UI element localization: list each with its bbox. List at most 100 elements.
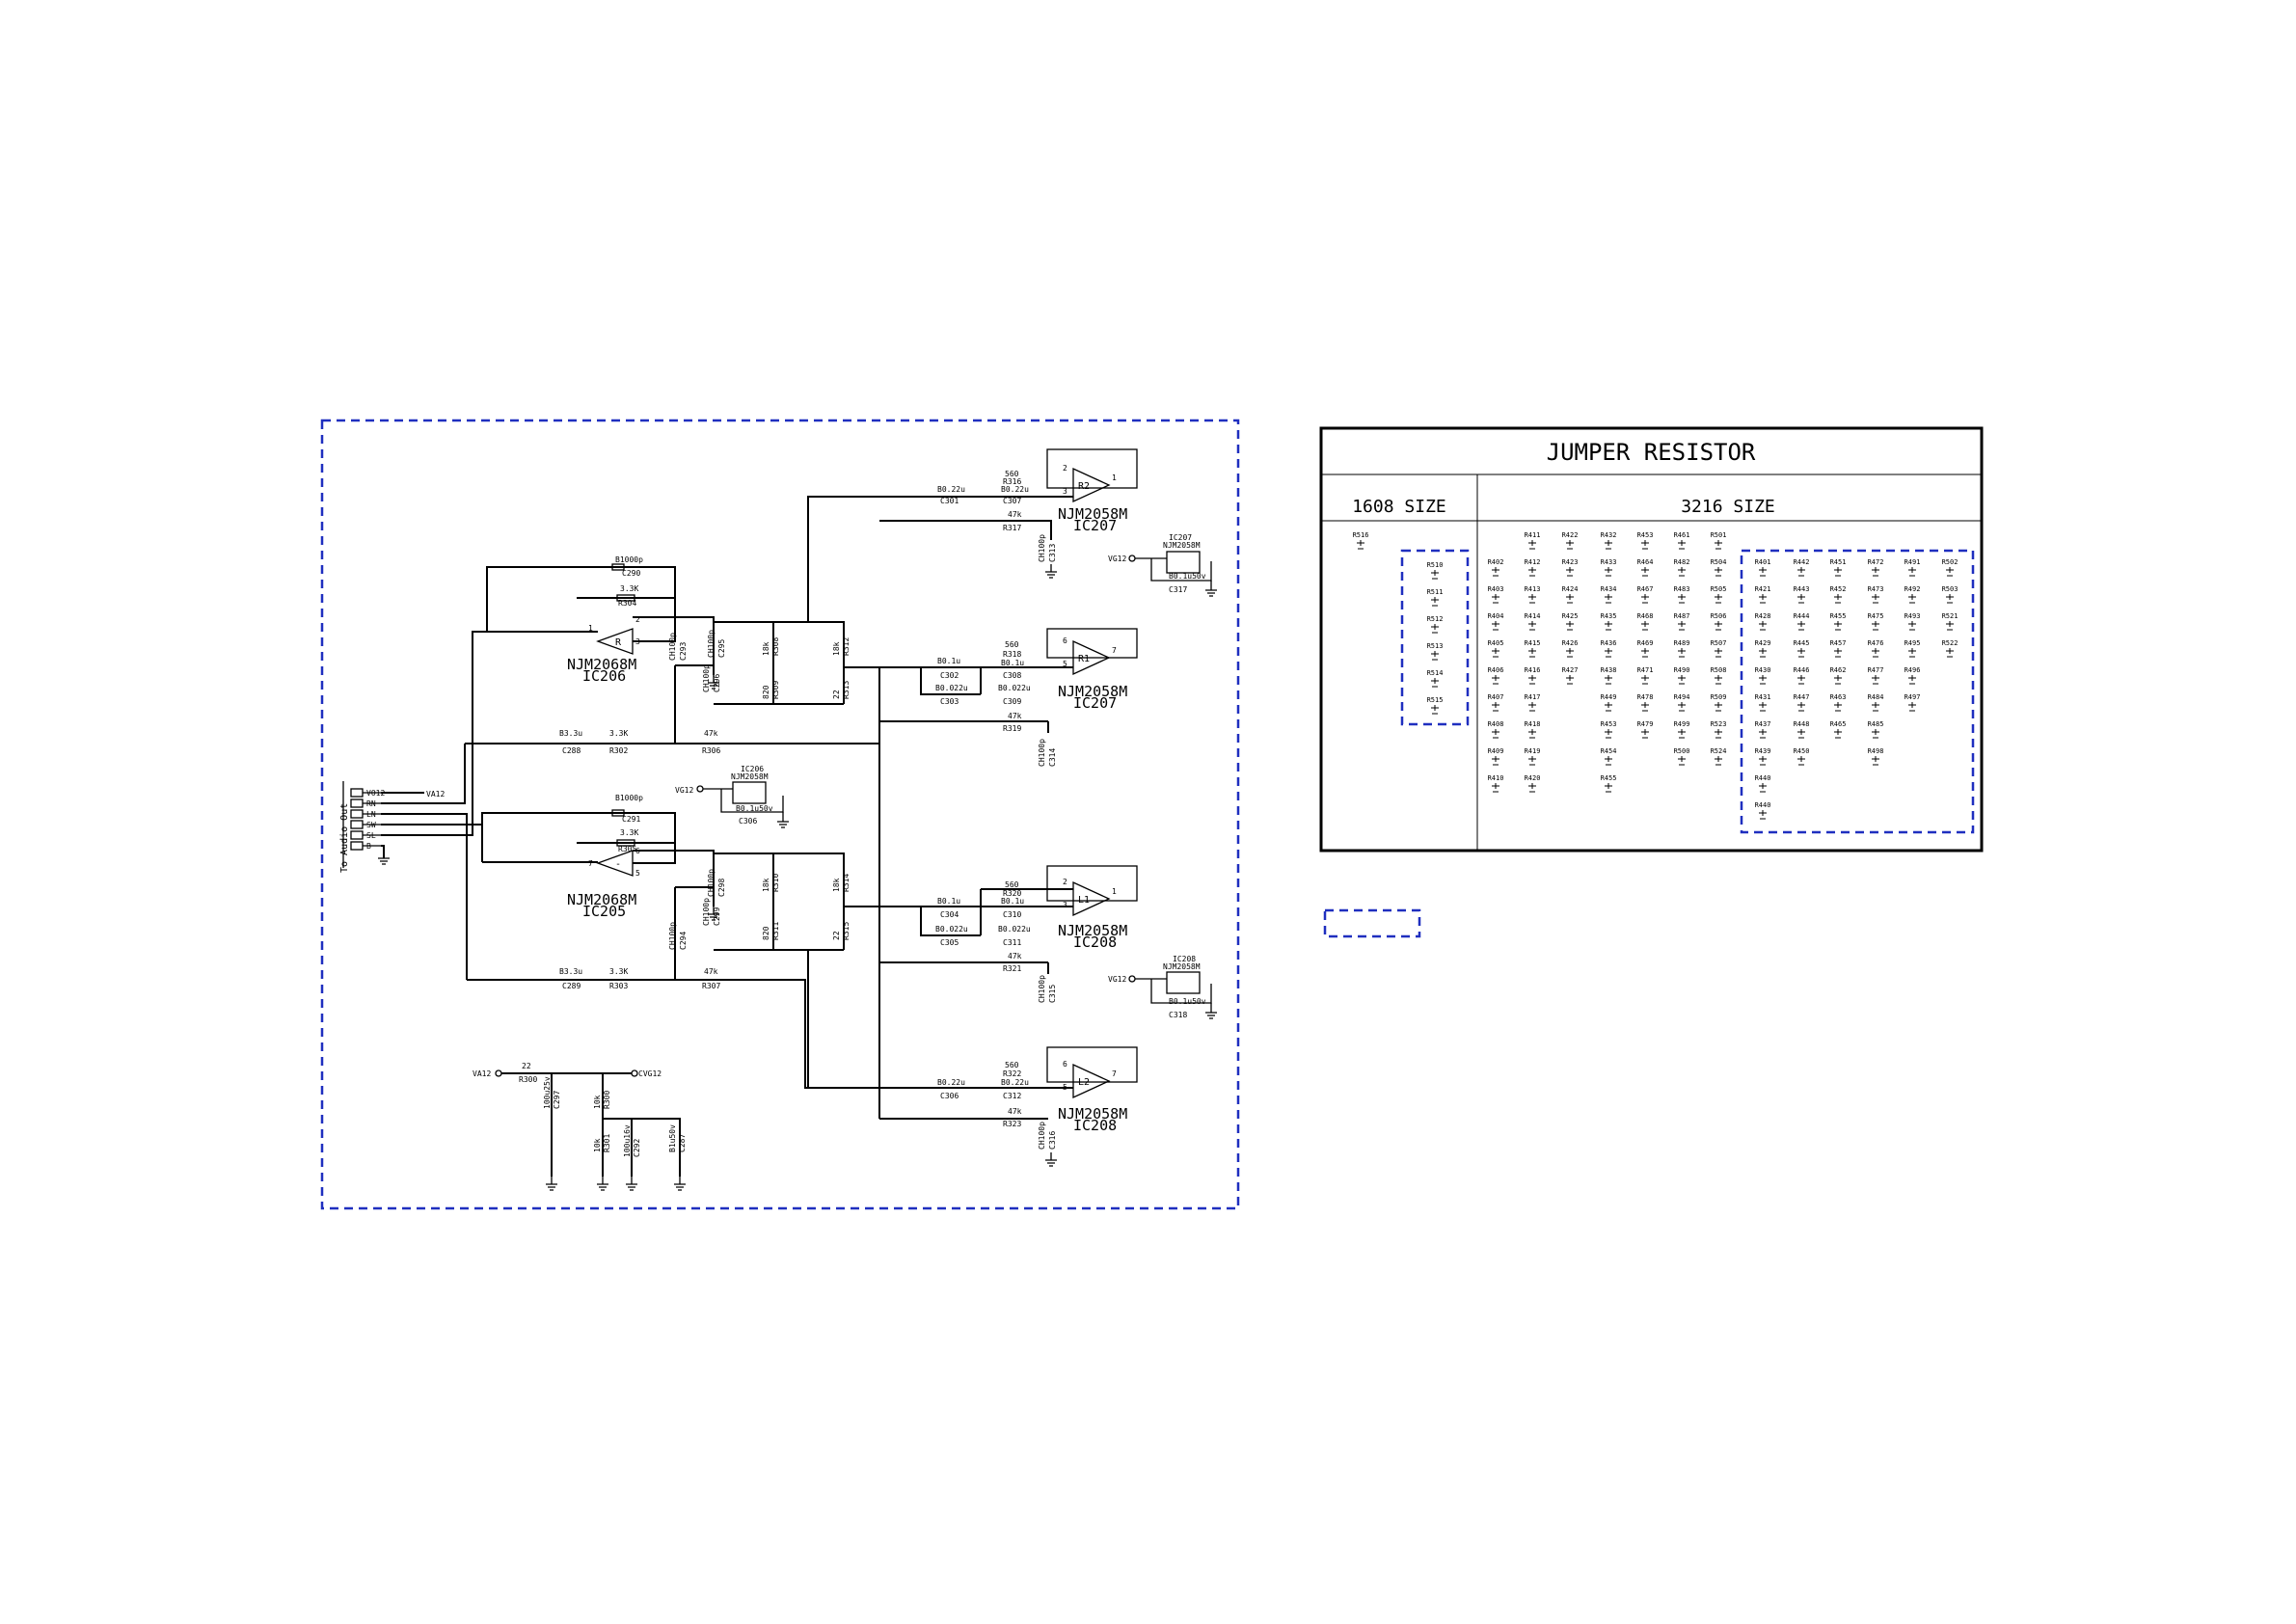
jumper-3216-r465: R465 <box>1830 720 1846 739</box>
svg-text:18k: 18k <box>832 878 841 892</box>
svg-text:22: 22 <box>832 690 841 699</box>
jumper-label: R491 <box>1904 558 1921 566</box>
svg-text:10k: 10k <box>593 1095 602 1109</box>
jumper-label: R450 <box>1794 747 1810 755</box>
jumper-resistor-table: JUMPER RESISTOR 1608 SIZE 3216 SIZE R516… <box>1319 426 1984 853</box>
svg-text:R312: R312 <box>842 637 851 656</box>
svg-text:R323: R323 <box>1003 1120 1021 1128</box>
svg-text:C317: C317 <box>1169 585 1187 594</box>
svg-text:R315: R315 <box>842 922 851 940</box>
jumper-r516: R516 <box>1353 531 1368 550</box>
jumper-3216-r509: R509 <box>1711 693 1726 712</box>
jumper-3216-r408: R408 <box>1488 720 1503 739</box>
jumper-3216-r442: R442 <box>1794 558 1809 577</box>
power-block-ic206: VG12 IC206 NJM2058M B0.1u50v C306 <box>675 765 789 828</box>
svg-text:R2: R2 <box>1078 481 1090 492</box>
power-block-ic208: VG12 IC208 NJM2058M B0.1u50v C318 <box>1108 955 1217 1019</box>
svg-text:-: - <box>615 859 621 870</box>
jumper-label: R426 <box>1562 639 1579 647</box>
jumper-3216-r469: R469 <box>1637 639 1653 658</box>
svg-text:C288: C288 <box>562 746 581 755</box>
svg-text:R317: R317 <box>1003 524 1021 532</box>
svg-text:47k: 47k <box>704 729 718 738</box>
ic207-a-ref: IC207 <box>1073 517 1117 534</box>
jumper-label: R475 <box>1868 612 1884 620</box>
jumper-label: R500 <box>1674 747 1690 755</box>
jumper-label: R461 <box>1674 531 1690 539</box>
jumper-3216-r472: R472 <box>1868 558 1884 577</box>
svg-text:C310: C310 <box>1003 910 1021 919</box>
svg-text:B1u50v: B1u50v <box>668 1124 677 1152</box>
jumper-1608-r513: R513 <box>1427 642 1443 661</box>
jumper-label: R496 <box>1904 666 1921 674</box>
svg-text:C308: C308 <box>1003 671 1021 680</box>
svg-text:R311: R311 <box>771 922 780 940</box>
jumper-label: R444 <box>1794 612 1810 620</box>
jumper-label: R497 <box>1904 693 1921 701</box>
svg-text:CH100p: CH100p <box>702 664 711 692</box>
jumper-label: R418 <box>1525 720 1541 728</box>
jumper-label: R499 <box>1674 720 1690 728</box>
svg-text:R300: R300 <box>519 1075 537 1084</box>
jumper-label: R439 <box>1755 747 1771 755</box>
jumper-3216-r487: R487 <box>1674 612 1690 631</box>
jumper-label: R489 <box>1674 639 1690 647</box>
jumper-3216-r405: R405 <box>1488 639 1503 658</box>
jumper-label: R503 <box>1942 585 1958 593</box>
svg-text:7: 7 <box>588 859 593 868</box>
jumper-3216-r450: R450 <box>1794 747 1810 766</box>
ic206-ref: IC206 <box>582 667 626 685</box>
ic207-b-part: NJM2058M <box>1058 683 1127 700</box>
jumper-3216-r479: R479 <box>1637 720 1653 739</box>
svg-text:C318: C318 <box>1169 1011 1187 1019</box>
jumper-3216-r504: R504 <box>1711 558 1726 577</box>
jumper-label: R452 <box>1830 585 1847 593</box>
svg-text:1: 1 <box>1112 887 1117 896</box>
svg-text:R307: R307 <box>702 982 720 990</box>
jumper-label: R472 <box>1868 558 1884 566</box>
jumper-3216-r455: R455 <box>1601 774 1616 793</box>
jumper-label: R438 <box>1601 666 1617 674</box>
ic207-b-ref: IC207 <box>1073 694 1117 712</box>
svg-text:VG12: VG12 <box>1108 975 1126 984</box>
svg-text:C311: C311 <box>1003 938 1021 947</box>
jumper-3216-r492: R492 <box>1904 585 1920 604</box>
svg-text:47k: 47k <box>704 967 718 976</box>
jumper-label: R522 <box>1942 639 1958 647</box>
jumper-3216-r447: R447 <box>1794 693 1809 712</box>
jumper-label: R487 <box>1674 612 1690 620</box>
svg-text:R321: R321 <box>1003 964 1021 973</box>
svg-text:820: 820 <box>762 685 770 699</box>
power-block-ic207: VG12 IC207 NJM2058M B0.1u50v C317 <box>1108 533 1217 597</box>
svg-text:C289: C289 <box>562 982 581 990</box>
svg-text:R306: R306 <box>702 746 720 755</box>
jumper-3216-r415: R415 <box>1525 639 1540 658</box>
jumper-label: R498 <box>1868 747 1884 755</box>
jumper-3216-r524: R524 <box>1711 747 1726 766</box>
jumper-3216-r499: R499 <box>1674 720 1690 739</box>
jumper-label: R485 <box>1868 720 1884 728</box>
jumper-3216-r489: R489 <box>1674 639 1690 658</box>
legend-swatch <box>1323 908 1421 938</box>
jumper-3216-r439: R439 <box>1755 747 1771 766</box>
jumper-3216-r523: R523 <box>1711 720 1726 739</box>
jumper-3216-r496: R496 <box>1904 666 1921 685</box>
svg-text:C294: C294 <box>679 932 688 950</box>
input-buses: B3.3u C288 3.3K R302 47k R306 B3.3u C289… <box>465 665 1048 1089</box>
jumper-3216-r403: R403 <box>1488 585 1503 604</box>
svg-text:3.3K: 3.3K <box>620 828 638 837</box>
jumper-3216-r498: R498 <box>1868 747 1884 766</box>
jumper-3216-r484: R484 <box>1868 693 1883 712</box>
jumper-label: R440 <box>1755 774 1771 782</box>
jumper-3216-r426: R426 <box>1562 639 1579 658</box>
audio-out-connector: To Audio Out VO12 RN LN SW SL B VA12 <box>339 631 487 980</box>
svg-text:C301: C301 <box>940 497 959 505</box>
jumper-3216-r429: R429 <box>1755 639 1770 658</box>
jumper-label: R436 <box>1601 639 1617 647</box>
jumper-3216-r444: R444 <box>1794 612 1810 631</box>
svg-text:VG12: VG12 <box>1108 555 1126 563</box>
jumper-table-title: JUMPER RESISTOR <box>1547 439 1756 466</box>
svg-text:B0.1u: B0.1u <box>937 657 960 665</box>
svg-text:C295: C295 <box>717 639 726 658</box>
